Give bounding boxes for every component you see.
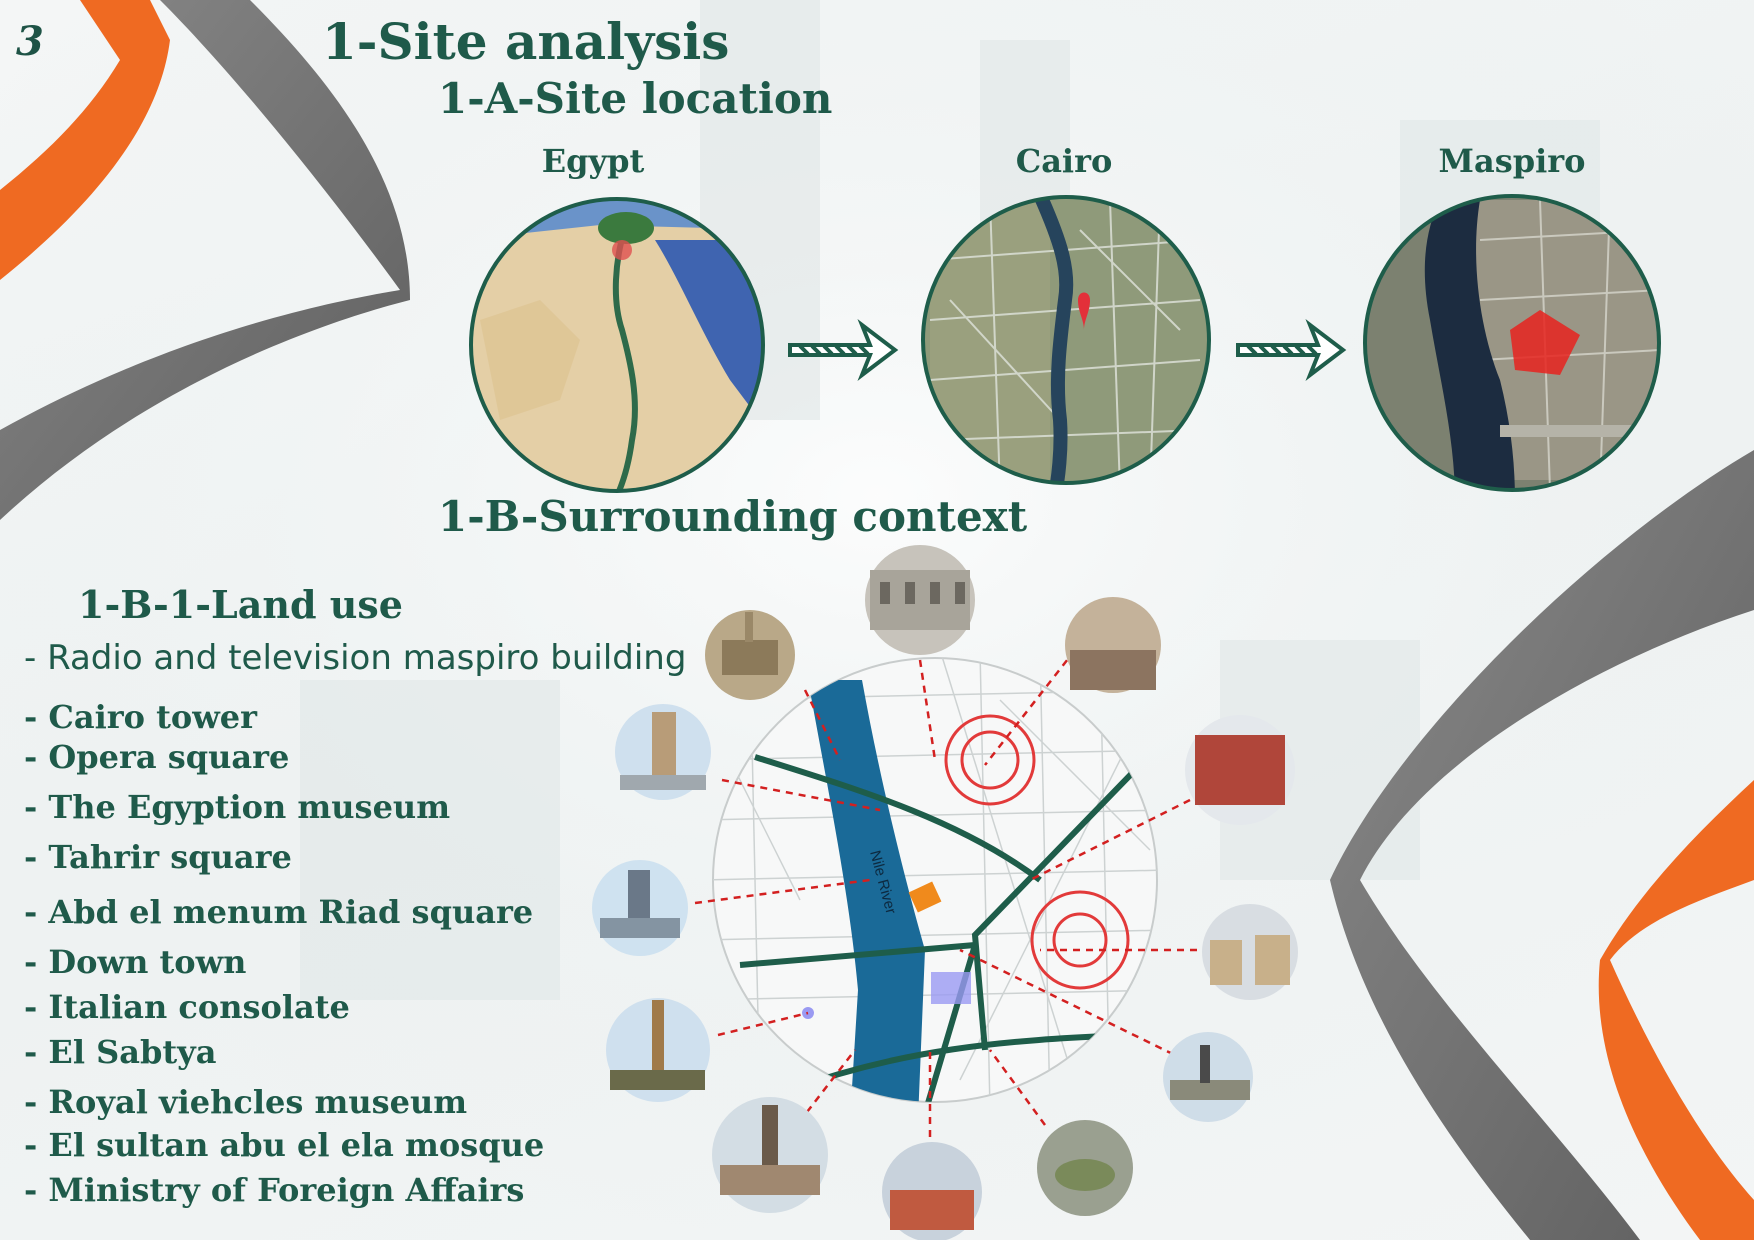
- photo-downtown-street: [1065, 597, 1161, 693]
- list-item: - The Egyption museum: [24, 788, 451, 826]
- list-item: - Royal viehcles museum: [24, 1083, 468, 1121]
- list-item: - Radio and television maspiro building: [24, 638, 687, 678]
- list-item: - Italian consolate: [24, 988, 350, 1026]
- photo-mosque: [705, 610, 795, 700]
- list-item: - Opera square: [24, 738, 290, 776]
- square-marker: [931, 972, 971, 1004]
- list-item: - Ministry of Foreign Affairs: [24, 1171, 525, 1209]
- list-item: - Abd el menum Riad square: [24, 893, 534, 931]
- list-item: - El Sabtya: [24, 1033, 217, 1071]
- photo-opera-building: [865, 545, 975, 655]
- section-a-heading: 1-A-Site location: [438, 74, 833, 123]
- egypt-map: [471, 199, 763, 491]
- photo-tahrir-statue: [1163, 1032, 1253, 1122]
- photo-cairo-tower: [606, 998, 710, 1102]
- page-title: 1-Site analysis: [322, 12, 730, 71]
- gray-swoosh-top-left: [0, 0, 410, 520]
- photo-maspiro-building: [592, 860, 688, 956]
- map-label-egypt: Egypt: [541, 142, 645, 180]
- orange-swoosh-right: [1598, 780, 1754, 1240]
- arrow-icon: [1236, 319, 1347, 381]
- arrow-icon: [788, 319, 899, 381]
- orange-swoosh-top-left: [0, 0, 170, 280]
- list-item: - El sultan abu el ela mosque: [24, 1126, 545, 1164]
- page-number: 3: [16, 18, 44, 65]
- gray-swoosh-right: [1330, 450, 1754, 1240]
- photo-abd-el-menum-square: [1202, 904, 1298, 1000]
- section-b-heading: 1-B-Surrounding context: [438, 492, 1028, 541]
- nile-river: [808, 680, 925, 1102]
- map-label-maspiro: Maspiro: [1438, 142, 1586, 180]
- site-marker: [908, 881, 942, 913]
- photo-royal-museum: [712, 1097, 828, 1213]
- list-item: - Down town: [24, 943, 247, 981]
- photo-tahrir-square: [1037, 1120, 1133, 1216]
- map-label-cairo: Cairo: [1015, 142, 1113, 180]
- maspiro-map: [1365, 196, 1659, 490]
- list-item: - Tahrir square: [24, 838, 292, 876]
- photo-ministry-tower: [615, 704, 711, 800]
- cairo-map: [923, 197, 1209, 483]
- list-item: - Cairo tower: [24, 698, 258, 736]
- photo-egyptian-museum: [882, 1142, 982, 1240]
- land-use-heading: 1-B-1-Land use: [78, 582, 403, 627]
- photo-red-building: [1185, 715, 1295, 825]
